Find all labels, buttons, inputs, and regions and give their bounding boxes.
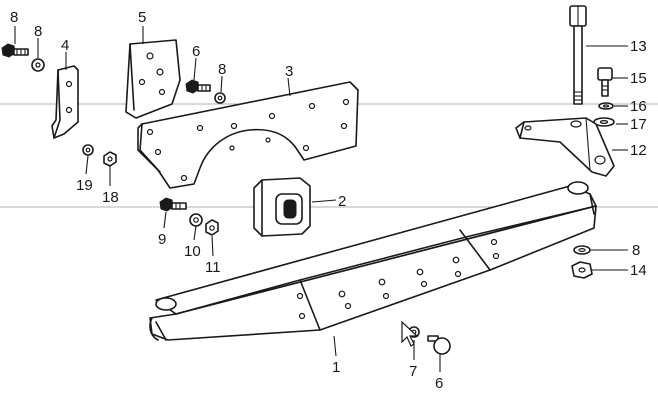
part-6-bolt-top <box>185 79 211 94</box>
part-4-bracket <box>51 65 79 139</box>
callout-6-top: 6 <box>192 43 200 60</box>
callout-8-top-middle: 8 <box>218 61 226 78</box>
part-10-washer <box>189 213 203 227</box>
callout-4: 4 <box>61 37 69 54</box>
callout-3: 3 <box>285 63 293 80</box>
part-8-washer-right <box>573 245 591 255</box>
part-14-nut <box>571 261 593 279</box>
callout-14: 14 <box>630 262 647 279</box>
callout-17: 17 <box>630 116 647 133</box>
callout-16: 16 <box>630 98 647 115</box>
callout-5: 5 <box>138 9 146 26</box>
callout-12: 12 <box>630 142 647 159</box>
callout-2: 2 <box>338 193 346 210</box>
callout-15: 15 <box>630 70 647 87</box>
part-9-bolt <box>159 197 187 212</box>
part-17-washer <box>593 117 615 127</box>
callout-11: 11 <box>205 259 221 276</box>
leader-lines <box>14 26 628 372</box>
part-1-crossmember <box>149 181 597 341</box>
part-12-triangular-bracket <box>515 117 615 177</box>
callout-6-bottom: 6 <box>435 375 443 392</box>
callout-1: 1 <box>332 359 340 376</box>
part-2-rubber-mount <box>253 177 311 237</box>
part-16-washer <box>598 102 614 110</box>
callout-18: 18 <box>102 189 119 206</box>
part-11-nut <box>205 219 219 236</box>
part-18-nut <box>103 151 117 167</box>
part-5-plate <box>125 39 181 119</box>
callout-8-right: 8 <box>632 242 640 259</box>
part-8-washer-top-left <box>31 58 45 72</box>
part-7-bolt <box>1 43 29 58</box>
mouse-pointer-icon <box>401 320 419 347</box>
callout-9: 9 <box>158 231 166 248</box>
callout-8-top-left: 8 <box>34 23 42 40</box>
part-3-mounting-plate <box>137 81 359 189</box>
part-15-short-bolt <box>597 67 613 97</box>
part-13-long-bolt <box>569 5 587 105</box>
callout-labels: 8 8 4 5 6 8 3 19 18 2 9 10 11 13 15 16 1… <box>10 9 647 392</box>
part-6-bolt-bottom <box>427 335 451 355</box>
callout-7: 8 <box>10 9 18 26</box>
part-8-washer-top-middle <box>214 92 226 104</box>
callout-13: 13 <box>630 38 647 55</box>
part-19-washer <box>82 144 94 156</box>
callout-8-bottom: 7 <box>409 363 417 380</box>
callout-10: 10 <box>184 243 201 260</box>
callout-19: 19 <box>76 177 93 194</box>
